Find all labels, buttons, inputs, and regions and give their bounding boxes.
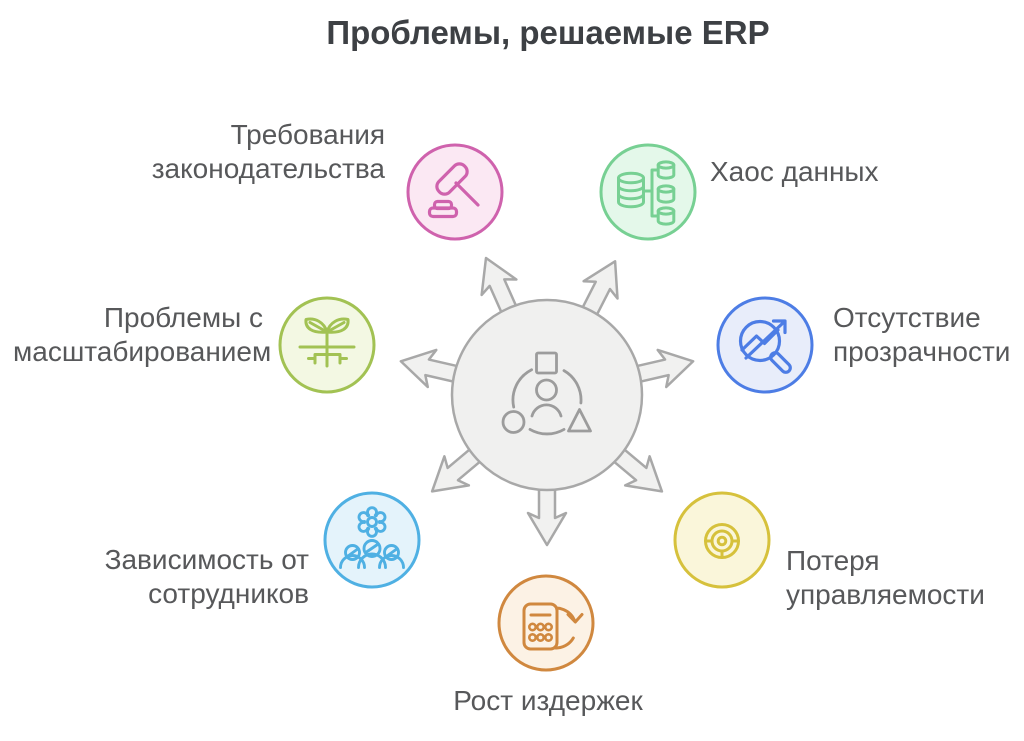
hub-circle (450, 298, 644, 492)
label-line: Проблемы с (103, 302, 263, 333)
node-data-chaos-label: Хаос данных (710, 155, 879, 189)
person-with-shapes-icon (501, 351, 592, 436)
label-line: сотрудников (148, 578, 309, 609)
label-line: Зависимость от (104, 544, 309, 575)
label-line: Хаос данных (710, 156, 879, 187)
node-employee-dependency-label: Зависимость от сотрудников (104, 543, 309, 611)
node-control-loss-label: Потеря управляемости (786, 544, 985, 612)
gavel-icon (406, 143, 504, 241)
node-transparency-label: Отсутствие прозрачности (833, 301, 1010, 369)
label-line: управляемости (786, 579, 985, 610)
erp-hub (399, 256, 695, 547)
magnifier-trend-icon (716, 296, 814, 394)
node-cost-growth-label: Рост издержек (398, 684, 698, 718)
database-icon (599, 143, 697, 241)
node-scaling-label: Проблемы с масштабированием (13, 301, 272, 369)
gear-people-icon (323, 491, 421, 589)
label-line: Требования (230, 119, 385, 150)
label-line: прозрачности (833, 336, 1011, 367)
label-line: Рост издержек (453, 685, 643, 716)
label-line: Потеря (786, 545, 880, 576)
page-title: Проблемы, решаемые ERP (326, 14, 770, 51)
label-line: законодательства (151, 153, 385, 184)
plant-icon (278, 296, 376, 394)
calculator-refresh-icon (497, 574, 595, 672)
label-line: Отсутствие (833, 302, 981, 333)
label-line: масштабированием (13, 336, 272, 367)
node-legislation-label: Требования законодательства (120, 118, 385, 186)
steering-wheel-icon (673, 491, 771, 589)
